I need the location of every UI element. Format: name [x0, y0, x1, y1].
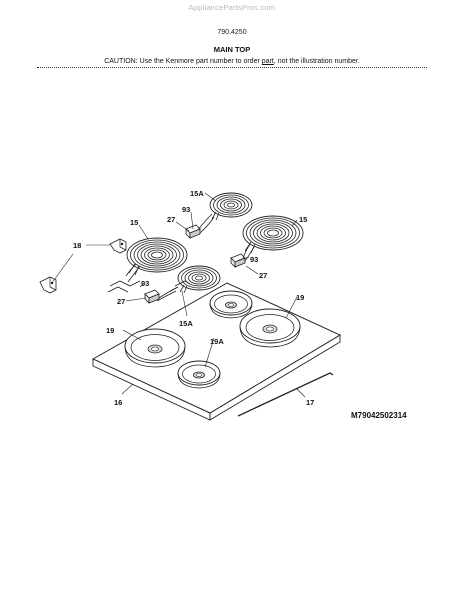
- callout-15-left: 15: [130, 218, 138, 227]
- callout-19-right: 19: [296, 293, 304, 302]
- surface-element-front-small: [177, 265, 221, 294]
- callout-93-low: 93: [141, 279, 149, 288]
- trim-rod: [237, 372, 334, 417]
- callout-93-mid: 93: [250, 255, 258, 264]
- callout-15-right: 15: [299, 215, 307, 224]
- callout-27-low: 27: [117, 297, 125, 306]
- caution-prefix: CAUTION: Use the Kenmore part number to …: [104, 58, 262, 65]
- surface-element-right-large: [242, 215, 304, 254]
- model-number: 790.4250: [217, 29, 247, 36]
- surface-element-rear-small: [209, 192, 253, 221]
- caution-suffix: , not the illustration number.: [273, 58, 360, 65]
- callout-17: 17: [306, 398, 314, 407]
- callout-18: 18: [73, 241, 81, 250]
- header-divider: [37, 67, 427, 68]
- terminal-block-right: [230, 253, 246, 268]
- caution-note: CAUTION: Use the Kenmore part number to …: [0, 58, 464, 65]
- wire-leads: [107, 213, 255, 302]
- section-title: MAIN TOP: [213, 45, 251, 54]
- terminal-block-left: [144, 289, 160, 304]
- leader-lines: [51, 192, 306, 398]
- callout-93-top: 93: [182, 205, 190, 214]
- callout-19a: 19A: [210, 337, 224, 346]
- mounting-bracket-upper: [109, 238, 127, 254]
- main-top-panel-edge: [92, 335, 341, 421]
- callout-27-mid: 27: [259, 271, 267, 280]
- figure-code: M79042502314: [351, 411, 407, 420]
- callout-19-left: 19: [106, 326, 114, 335]
- surface-element-left-large: [126, 237, 188, 276]
- callout-16: 16: [114, 398, 122, 407]
- mounting-bracket-lower: [39, 276, 57, 294]
- callout-15a-top: 15A: [190, 189, 204, 198]
- caution-part-link[interactable]: part: [261, 58, 274, 65]
- callout-27-top: 27: [167, 215, 175, 224]
- callout-15a-low: 15A: [179, 319, 193, 328]
- watermark-text: AppliancePartsPros.com: [188, 3, 276, 12]
